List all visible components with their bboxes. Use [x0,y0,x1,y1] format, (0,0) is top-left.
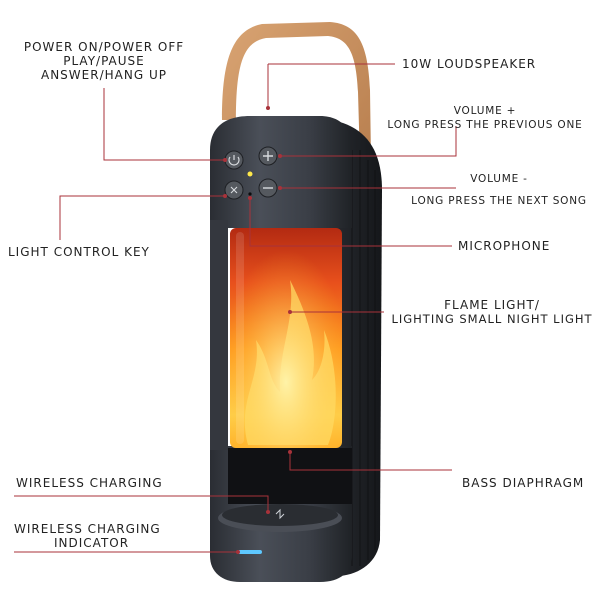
label-wireless-charging: WIRELESS CHARGING [16,476,163,490]
status-led [247,171,253,177]
label-power-line3: ANSWER/HANG UP [41,68,167,82]
label-power: POWER ON/POWER OFF PLAY/PAUSE ANSWER/HAN… [14,40,194,82]
label-loudspeaker: 10W LOUDSPEAKER [402,57,537,71]
label-flame-light-line1: FLAME LIGHT/ [444,298,540,312]
left-pillar [210,220,228,450]
label-power-line2: PLAY/PAUSE [63,54,145,68]
leather-handle [222,22,372,232]
label-light-control: LIGHT CONTROL KEY [8,245,150,259]
cylinder-highlight [236,232,244,444]
label-charging-indicator-line2: INDICATOR [54,536,130,550]
label-volume-down-line1: VOLUME - [470,173,528,185]
callout-lines [14,63,457,553]
wireless-charge-icon [275,508,285,520]
label-volume-up-line1: VOLUME + [453,105,517,117]
charging-indicator-light [238,550,262,554]
label-flame-light-line2: LIGHTING SMALL NIGHT LIGHT [391,312,593,326]
label-charging-indicator: WIRELESS CHARGING INDICATOR [14,522,194,550]
callout-dots [223,106,292,554]
label-volume-up-line2: LONG PRESS THE PREVIOUS ONE [387,119,583,131]
microphone-hole [248,192,252,196]
label-charging-indicator-line1: WIRELESS CHARGING [14,522,161,536]
label-volume-down: VOLUME - LONG PRESS THE NEXT SONG [404,172,594,208]
speaker-body-top [210,116,352,228]
label-bass: BASS DIAPHRAGM [462,476,585,490]
label-flame-light: FLAME LIGHT/ LIGHTING SMALL NIGHT LIGHT [386,298,598,326]
label-volume-down-line2: LONG PRESS THE NEXT SONG [411,195,587,207]
label-microphone: MICROPHONE [458,239,551,253]
label-volume-up: VOLUME + LONG PRESS THE PREVIOUS ONE [380,104,590,132]
label-power-line1: POWER ON/POWER OFF [23,40,185,54]
